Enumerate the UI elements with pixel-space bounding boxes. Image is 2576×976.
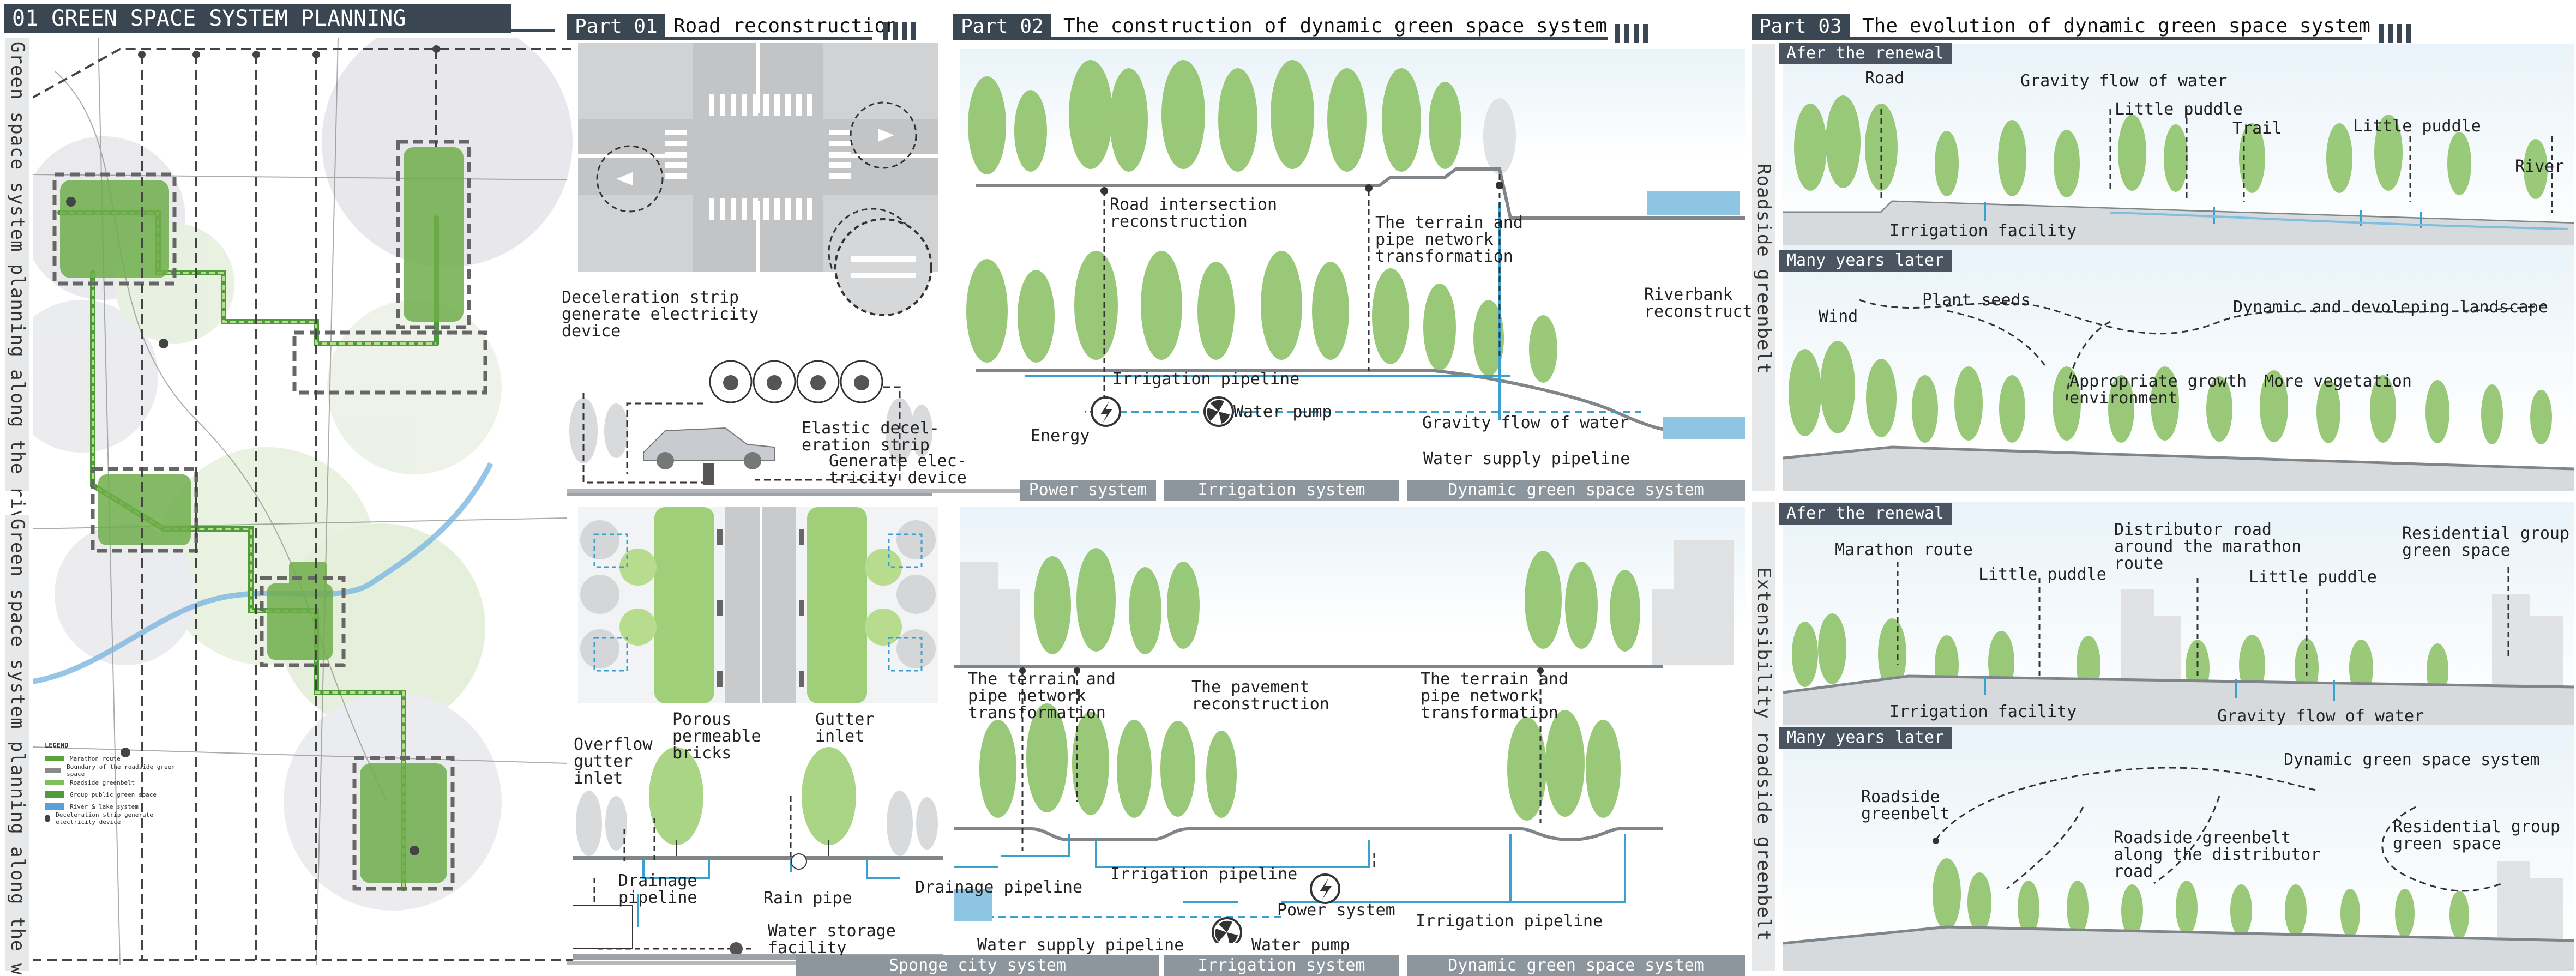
p3-trail-label: Trail: [2232, 119, 2282, 138]
p3-top2-tag: Many years later: [1779, 250, 1952, 272]
vertical-title-way: Green space system planning along the wa…: [5, 515, 29, 976]
p3-puddle-1-label: Little puddle: [2115, 100, 2243, 119]
main-title: 01 GREEN SPACE SYSTEM PLANNING: [4, 4, 511, 33]
p3-top1-tag: Afer the renewal: [1779, 43, 1952, 64]
p3-plant-seeds-label: Plant seeds: [1922, 291, 2031, 310]
system-power: Power system: [1020, 480, 1156, 501]
legend-item: Roadside greenbelt: [45, 776, 176, 788]
p3-top1-scene: [1783, 95, 2574, 245]
system-irrigation: Irrigation system: [1164, 480, 1399, 501]
part03-title: The evolution of dynamic green space sys…: [1862, 15, 2370, 37]
terrain-pipe-label: The terrain and pipe network transformat…: [1375, 213, 1523, 266]
p3-bot1-tag: Afer the renewal: [1779, 503, 1952, 525]
vertical-title-river: Green space system planning along the ri…: [5, 38, 29, 545]
master-plan-map: [33, 38, 573, 966]
intersection-plan: [578, 43, 938, 272]
p3-road-label: Road: [1865, 69, 1905, 88]
terrain-pipe-1-label: The terrain and pipe network transformat…: [968, 670, 1116, 722]
system-sponge: Sponge city system: [796, 955, 1159, 976]
part01-bars: [883, 22, 916, 40]
p3-marathon-label: Marathon route: [1835, 540, 1973, 559]
p3-bot-puddle-2-label: Little puddle: [2249, 568, 2377, 587]
street-plan: [578, 507, 938, 703]
water-supply-label: Water supply pipeline: [1423, 449, 1630, 468]
rain-pipe-label: Rain pipe: [763, 889, 852, 908]
riverbank-label: Riverbank reconstruct: [1644, 285, 1753, 321]
p3-river-label: River: [2515, 157, 2565, 176]
system-dynamic: Dynamic green space system: [1407, 480, 1745, 501]
drainage-pipeline-left-label: Drainage pipeline: [618, 871, 697, 907]
water-supply-bottom-label: Water supply pipeline: [977, 936, 1184, 955]
part02-title: The construction of dynamic green space …: [1063, 15, 1607, 37]
overflow-inlet-label: Overflow gutter inlet: [574, 735, 653, 788]
porous-bricks-label: Porous permeable bricks: [672, 710, 761, 763]
part03-bars: [2379, 24, 2411, 43]
part01-title: Road reconstruction: [673, 15, 898, 37]
legend-item: Boundary of the roadside green space: [45, 763, 176, 778]
gutter-inlet-label: Gutter inlet: [815, 710, 875, 746]
system-dynamic-bottom: Dynamic green space system: [1407, 955, 1745, 976]
p3-bot2-scene: [1783, 767, 2574, 971]
p3-wind-label: Wind: [1819, 307, 1858, 326]
elastic-strip-label: Elastic decel- eration strip: [802, 419, 940, 455]
decel-strip-label: Deceleration strip generate electricity …: [562, 288, 759, 341]
pavement-label: The pavement reconstruction: [1191, 678, 1329, 714]
part02-bottom-section: [954, 540, 1734, 943]
p3-puddle-2-label: Little puddle: [2353, 117, 2481, 136]
vertical-title-extensibility: Extensibility roadside greenbelt: [1752, 502, 1775, 971]
legend-item: Marathon route: [45, 752, 176, 764]
p3-roadside-greenbelt-label: Roadside greenbelt: [1861, 787, 1950, 823]
p3-bot-gravity-label: Gravity flow of water: [2217, 707, 2424, 726]
legend-title: LEGEND: [45, 742, 69, 749]
legend: LEGEND Marathon route Boundary of the ro…: [45, 742, 176, 826]
street-section: [573, 747, 943, 960]
water-storage-label: Water storage facility: [768, 921, 896, 957]
p3-top2-scene: [1783, 299, 2574, 491]
part03-num: Part 03: [1752, 14, 1850, 39]
part02-bars: [1615, 24, 1648, 43]
p3-gravity-label: Gravity flow of water: [2020, 71, 2228, 91]
p3-residential-2-label: Residential group green space: [2393, 817, 2561, 853]
water-pump-bottom-label: Water pump: [1251, 936, 1350, 955]
p3-distributor-label: Distributor road around the marathon rou…: [2114, 520, 2302, 573]
p3-growth-env-label: Appropriate growth environment: [2069, 372, 2247, 408]
irrigation-pipeline-1-label: Irrigation pipeline: [1110, 865, 1298, 884]
part02-top-section: [966, 60, 1745, 439]
part03-rule: [1752, 37, 2362, 40]
power-system-label: Power system: [1277, 901, 1395, 920]
water-pump-label: Water pump: [1233, 402, 1332, 421]
part01-rule: [567, 37, 872, 40]
legend-item: River & lake system: [45, 800, 176, 812]
main-title-rule: [4, 29, 555, 32]
vertical-title-roadside: Roadside greenbelt: [1752, 44, 1775, 491]
p3-residential-label: Residential group green space: [2402, 524, 2570, 560]
decel-circle-detail: [834, 218, 932, 316]
irrigation-pipeline-2-label: Irrigation pipeline: [1416, 912, 1603, 931]
p3-dynamic-landscape-label: Dynamic and devoleping landscape: [2233, 298, 2548, 317]
part02-num: Part 02: [953, 14, 1051, 39]
p3-bot1-scene: [1783, 562, 2574, 731]
p3-bot-puddle-1-label: Little puddle: [1978, 565, 2106, 584]
top-ground-line: [567, 489, 1036, 493]
terrain-pipe-2-label: The terrain and pipe network transformat…: [1421, 670, 1568, 722]
p3-bot-irrigation-facility-label: Irrigation facility: [1889, 702, 2077, 721]
p3-roadside-distributor-label: Roadside greenbelt along the distributor…: [2114, 828, 2321, 881]
p3-irrigation-facility-label: Irrigation facility: [1889, 221, 2077, 240]
part02-rule: [953, 37, 1608, 40]
p3-bot2-tag: Many years later: [1779, 727, 1952, 749]
legend-item: Group public green space: [45, 788, 176, 800]
p3-more-veg-label: More vegetation: [2264, 372, 2412, 391]
road-intersection-label: Road intersection reconstruction: [1110, 195, 1278, 231]
generate-device-label: Generate elec- tricity device: [829, 451, 967, 487]
legend-item: Deceleration strip generate electricity …: [45, 811, 176, 826]
bottom-ground-line: [567, 961, 796, 965]
irrigation-pipeline-label: Irrigation pipeline: [1112, 370, 1300, 389]
gravity-flow-label: Gravity flow of water: [1422, 413, 1629, 432]
part01-num: Part 01: [567, 14, 665, 39]
energy-label: Energy: [1031, 426, 1090, 445]
p3-dynamic-system-label: Dynamic green space system: [2284, 750, 2540, 769]
drainage-pipeline-label: Drainage pipeline: [915, 878, 1083, 897]
system-irrigation-bottom: Irrigation system: [1164, 955, 1399, 976]
